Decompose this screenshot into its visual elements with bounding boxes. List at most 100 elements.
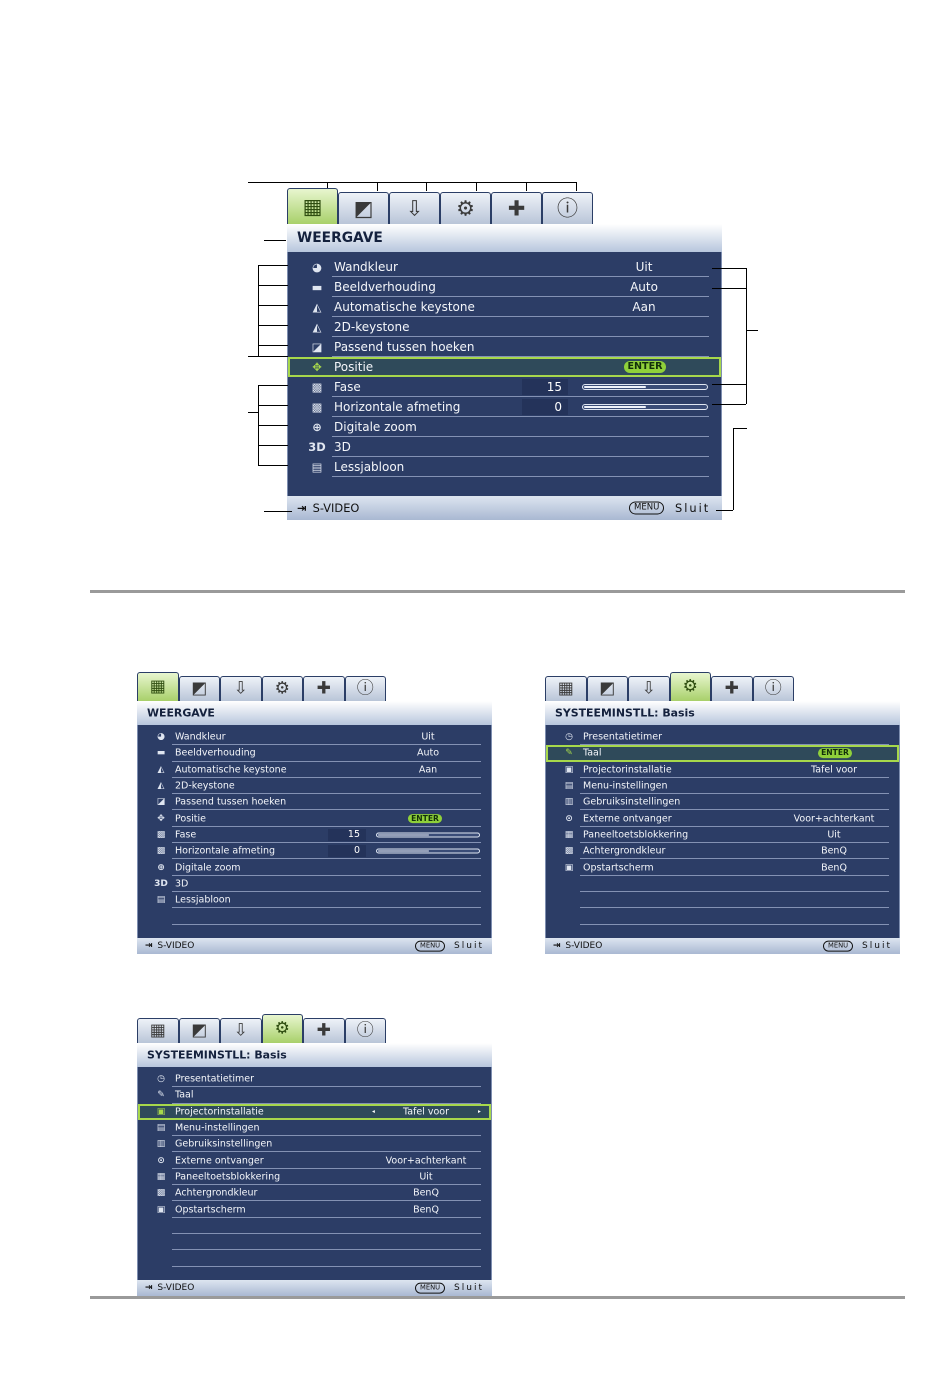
menu-item-passend-tussen-hoeken[interactable]: ◪Passend tussen hoeken [288,337,721,357]
menu-tab-4[interactable]: ⚙ [261,676,303,701]
menu-tab-5[interactable]: ✚ [711,676,753,701]
menu-item-gebruiksinstellingen[interactable]: ▥Gebruiksinstellingen [138,1136,491,1153]
menu-title: SYSTEEMINSTLL: Basis [555,706,695,720]
menu-item-menu-instellingen[interactable]: ▤Menu-instellingen [138,1120,491,1137]
row-divider [172,923,481,925]
menu-button[interactable]: MENU [823,940,854,952]
menu-tab-3[interactable]: ⇩ [220,1018,262,1043]
menu-tab-3[interactable]: ⇩ [220,676,262,701]
menu-item-digitale-zoom[interactable]: ⊕Digitale zoom [288,417,721,437]
menu-tab-4[interactable]: ⚙ [669,672,711,701]
callout-segment [258,345,288,346]
close-label[interactable]: Sluit [862,941,892,951]
menu-tab-2[interactable]: ◩ [178,676,220,701]
menu-tab-1[interactable]: ▦ [137,1018,179,1043]
close-label[interactable]: Sluit [675,501,711,515]
menu-item-lessjabloon[interactable]: ▤Lessjabloon [288,457,721,477]
right-arrow-icon[interactable]: ▸ [478,1108,481,1115]
menu-tab-3[interactable]: ⇩ [389,192,440,224]
menu-tab-6[interactable]: ⓘ [752,676,794,701]
slider[interactable] [582,404,708,410]
panel-key-lock-icon: ▦ [564,829,574,840]
menu-tab-5[interactable]: ✚ [303,676,345,701]
menu-settings-icon: ▤ [156,1123,166,1134]
system-advanced-tab-icon: ✚ [507,196,526,220]
menu-item-presentatietimer[interactable]: ◷Presentatietimer [138,1071,491,1088]
auto-keystone-icon: ◭ [312,300,322,314]
menu-item-label: 2D-keystone [175,780,235,792]
menu-tab-4[interactable]: ⚙ [440,192,491,224]
menu-tab-6[interactable]: ⓘ [344,676,386,701]
menu-tab-2[interactable]: ◩ [178,1018,220,1043]
slider[interactable] [582,384,708,390]
menu-item-value: Uit [421,731,435,743]
menu-tab-5[interactable]: ✚ [491,192,542,224]
menu-tab-3[interactable]: ⇩ [628,676,670,701]
menu-item-value: BenQ [413,1187,439,1199]
left-arrow-icon[interactable]: ◂ [372,1108,375,1115]
section-divider-bottom [90,1296,905,1299]
menu-item-digitale-zoom[interactable]: ⊕Digitale zoom [138,859,491,876]
menu-item-2d-keystone[interactable]: ◭2D-keystone [288,317,721,337]
menu-item-label: Fase [175,829,197,841]
menu-item-2d-keystone[interactable]: ◭2D-keystone [138,778,491,795]
menu-item-value: Tafel voor [810,764,858,776]
close-label[interactable]: Sluit [454,1283,484,1293]
menu-tab-2[interactable]: ◩ [586,676,628,701]
menu-item-menu-instellingen[interactable]: ▤Menu-instellingen [546,778,899,795]
menu-item-label: Wandkleur [175,731,226,743]
menu-button[interactable]: MENU [415,1282,446,1294]
menu-button[interactable]: MENU [629,501,665,515]
row-divider [172,1135,481,1137]
menu-tab-2[interactable]: ◩ [338,192,389,224]
enter-badge[interactable]: ENTER [408,813,442,824]
menu-tab-6[interactable]: ⓘ [344,1018,386,1043]
menu-item-gebruiksinstellingen[interactable]: ▥Gebruiksinstellingen [546,794,899,811]
close-label[interactable]: Sluit [454,941,484,951]
menu-item-taal[interactable]: ✎Taal [138,1087,491,1104]
corner-fit-icon: ◪ [311,340,323,354]
slider[interactable] [376,848,480,854]
menu-item-passend-tussen-hoeken[interactable]: ◪Passend tussen hoeken [138,794,491,811]
slider[interactable] [376,832,480,838]
menu-tab-4[interactable]: ⚙ [261,1014,303,1043]
menu-tab-1[interactable]: ▦ [287,188,338,224]
menu-tab-1[interactable]: ▦ [137,672,179,701]
menu-item-lessjabloon[interactable]: ▤Lessjabloon [138,892,491,909]
enter-badge[interactable]: ENTER [818,748,852,759]
row-divider [580,793,889,795]
menu-button[interactable]: MENU [415,940,446,952]
menu-tab-6[interactable]: ⓘ [542,192,593,224]
menu-item-presentatietimer[interactable]: ◷Presentatietimer [546,729,899,746]
enter-badge[interactable]: ENTER [624,361,666,373]
menu-item-label: 3D [175,878,189,890]
menu-tab-5[interactable]: ✚ [303,1018,345,1043]
menu-tab-1[interactable]: ▦ [545,676,587,701]
